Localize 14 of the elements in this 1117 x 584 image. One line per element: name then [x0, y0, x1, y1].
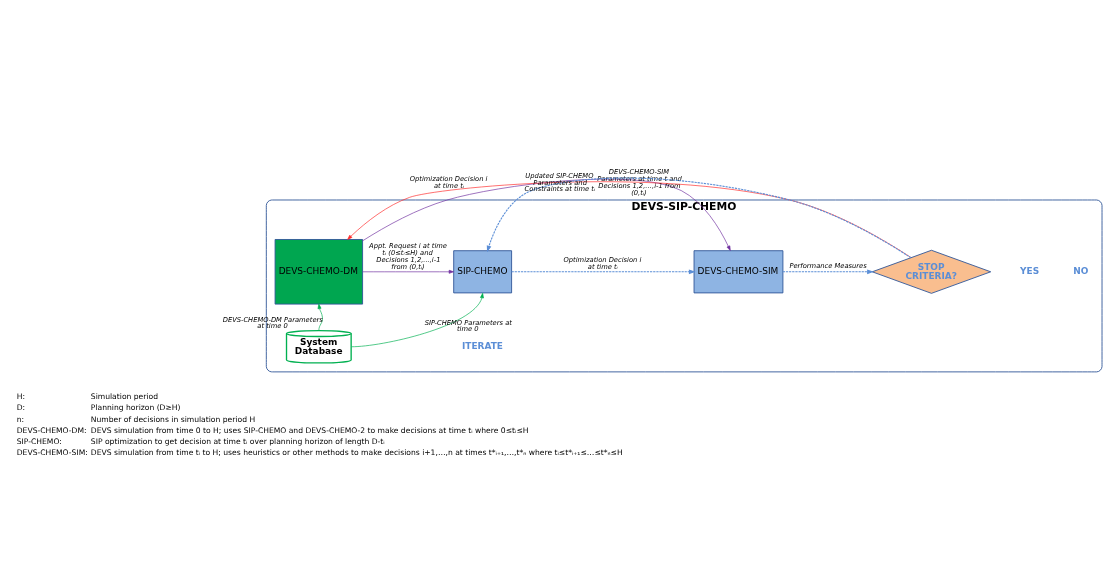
node-box: SIP-CHEMO [453, 250, 513, 294]
arrow [347, 181, 912, 258]
arrow [362, 269, 454, 274]
arrow [486, 177, 912, 259]
label: ITERATE [462, 340, 503, 351]
node-box: DEVS-CHEMO-SIM [693, 250, 784, 294]
node-diamond: STOP CRITERIA? [871, 249, 992, 294]
label: YES [1020, 265, 1040, 276]
arrow [511, 269, 696, 275]
arrow [782, 269, 874, 275]
arrow [351, 293, 484, 348]
label: NO [1073, 265, 1089, 276]
arrow [317, 303, 323, 331]
node-box: DEVS-CHEMO-DM [274, 239, 364, 305]
